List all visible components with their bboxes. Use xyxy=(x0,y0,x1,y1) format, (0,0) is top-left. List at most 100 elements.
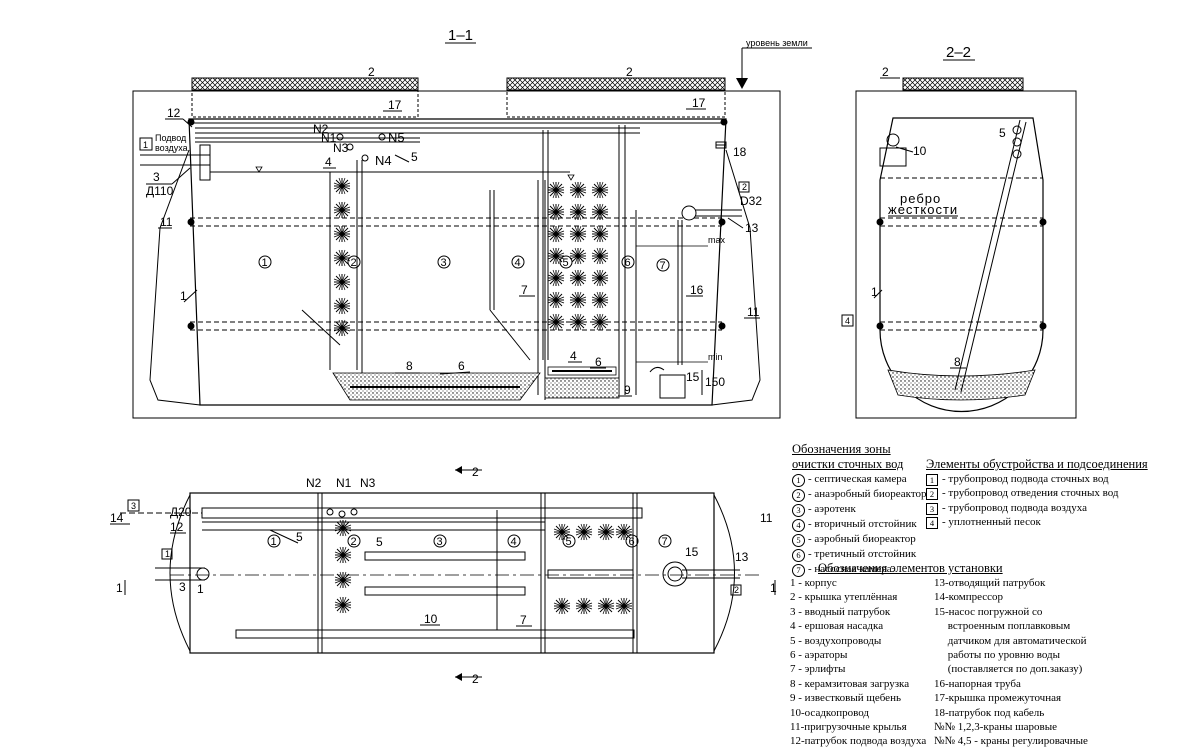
plan-frame xyxy=(189,492,715,654)
legend-marker: 1 xyxy=(792,474,805,487)
legend-row: 7- насосная камера xyxy=(792,562,927,577)
section-1-1-frame xyxy=(132,90,781,419)
level-min: min xyxy=(708,352,723,362)
legend-text: - аэробный биореактор xyxy=(808,533,916,545)
svg-text:5: 5 xyxy=(563,257,569,269)
svg-text:1: 1 xyxy=(197,582,204,596)
svg-text:1: 1 xyxy=(165,549,170,559)
svg-text:4: 4 xyxy=(570,349,577,363)
svg-text:13: 13 xyxy=(735,550,749,564)
svg-text:5: 5 xyxy=(376,535,383,549)
legend-marker: 2 xyxy=(792,489,805,502)
insulated-lid-left xyxy=(191,77,419,91)
legend-row: 2- анаэробный биореактор xyxy=(792,487,927,502)
legend-row: №№ 4,5 - краны регулировачные xyxy=(934,735,1088,748)
valve-n3-label-sec: N3 xyxy=(333,141,349,155)
legend-row: 16-напорная труба xyxy=(934,677,1021,690)
legend-row: 1- трубопровод подвода сточных вод xyxy=(926,472,1148,486)
legend-marker: 4 xyxy=(792,519,805,532)
legend-row: (поставляется по доп.заказу) xyxy=(934,663,1083,676)
ground-level-label: уровень земли xyxy=(746,38,808,48)
brush-column-left xyxy=(333,177,351,337)
cut-mark-1-right: 1 xyxy=(770,581,777,595)
legend-row: 3- аэротенк xyxy=(792,502,927,517)
svg-text:15: 15 xyxy=(686,370,700,384)
svg-text:7: 7 xyxy=(520,613,527,627)
legend-row: 5 - воздухопроводы xyxy=(790,634,882,647)
zones-legend-title-1: Обозначения зоны xyxy=(792,442,891,456)
svg-text:8: 8 xyxy=(406,359,413,373)
svg-text:3: 3 xyxy=(437,536,443,548)
valve-n2-label-sec: N2 xyxy=(313,122,329,136)
svg-text:17: 17 xyxy=(388,98,402,112)
plan-brush-column xyxy=(334,519,352,614)
pipe-d32-label: D32 xyxy=(740,194,762,208)
svg-text:6: 6 xyxy=(629,536,635,548)
dim-150: 150 xyxy=(705,375,725,389)
legend-marker: 3 xyxy=(792,504,805,517)
legend-marker: 2 xyxy=(926,488,938,501)
svg-text:3: 3 xyxy=(179,580,186,594)
cut-mark-2-bottom: 2 xyxy=(472,672,479,686)
legend-text: - септическая камера xyxy=(808,473,907,485)
air-inlet-label-1: Подвод xyxy=(155,133,187,143)
legend-row: 5- аэробный биореактор xyxy=(792,532,927,547)
svg-text:15: 15 xyxy=(685,545,699,559)
svg-text:12: 12 xyxy=(167,106,181,120)
section-1-1: 1–1 уровень земли 2 2 17 17 11 11 1 xyxy=(132,27,812,419)
legend-marker: 4 xyxy=(926,517,938,530)
legend-text: - насосная камера xyxy=(808,563,892,575)
svg-text:1: 1 xyxy=(180,289,187,303)
svg-text:13: 13 xyxy=(745,221,759,235)
svg-text:2: 2 xyxy=(351,536,357,548)
zones-legend-title-2: очистки сточных вод xyxy=(792,457,904,471)
elements-legend: Обозначения элементов установки 1 - корп… xyxy=(790,561,1088,749)
section-2-2-lid xyxy=(902,77,1024,91)
svg-text:16: 16 xyxy=(690,283,704,297)
section-2-2-frame xyxy=(855,90,1077,419)
legend-text: - вторичный отстойник xyxy=(808,518,917,530)
svg-text:18: 18 xyxy=(733,145,747,159)
svg-text:5: 5 xyxy=(296,530,303,544)
svg-text:4: 4 xyxy=(845,316,850,326)
svg-text:8: 8 xyxy=(954,355,961,369)
zones-legend: Обозначения зоны очистки сточных вод 1- … xyxy=(792,442,927,577)
legend-row: 17-крышка промежуточная xyxy=(934,692,1062,705)
svg-text:4: 4 xyxy=(325,155,332,169)
svg-text:4: 4 xyxy=(511,536,517,548)
legend-text: - третичный отстойник xyxy=(808,548,917,560)
section-2-2-title: 2–2 xyxy=(946,44,971,61)
legend-row: 8 - керамзитовая загрузка xyxy=(790,677,910,690)
legend-text: - уплотненный песок xyxy=(942,516,1041,529)
legend-text: - трубопровод отведения сточных вод xyxy=(942,487,1119,500)
svg-text:11: 11 xyxy=(160,215,173,229)
section-1-1-title: 1–1 xyxy=(448,27,473,44)
legend-text: - анаэробный биореактор xyxy=(808,488,927,500)
svg-text:1: 1 xyxy=(262,257,268,269)
limestone-load xyxy=(544,377,620,399)
legend-row: 10-осадкопровод xyxy=(790,706,870,719)
svg-text:2: 2 xyxy=(626,65,633,79)
svg-text:3: 3 xyxy=(131,501,136,511)
valve-n2-label-plan: N2 xyxy=(306,476,322,490)
plan-view: 1 2 13 15 3 14 Д20 12 1 2 3 4 5 6 7 5 5 … xyxy=(110,465,777,686)
legend-row: 1- септическая камера xyxy=(792,472,927,487)
cut-mark-1-left: 1 xyxy=(116,581,123,595)
legend-row: 15-насос погружной со xyxy=(934,605,1043,618)
connections-legend: Элементы обустройства и подсоединения 1-… xyxy=(926,457,1148,530)
svg-text:2: 2 xyxy=(742,182,747,192)
legend-row: датчиком для автоматической xyxy=(934,634,1087,647)
legend-text: - аэротенк xyxy=(808,503,856,515)
stiffener-label-1: ребро xyxy=(900,191,941,206)
connections-legend-title: Элементы обустройства и подсоединения xyxy=(926,457,1148,471)
valve-n4-label-sec: N4 xyxy=(375,153,392,168)
svg-text:6: 6 xyxy=(595,355,602,369)
svg-text:17: 17 xyxy=(692,96,706,110)
legend-row: 4- вторичный отстойник xyxy=(792,517,927,532)
legend-text: - трубопровод подвода сточных вод xyxy=(942,473,1109,485)
svg-text:9: 9 xyxy=(624,383,631,397)
svg-text:2: 2 xyxy=(368,65,375,79)
svg-text:7: 7 xyxy=(521,283,528,297)
svg-text:2: 2 xyxy=(882,65,889,79)
